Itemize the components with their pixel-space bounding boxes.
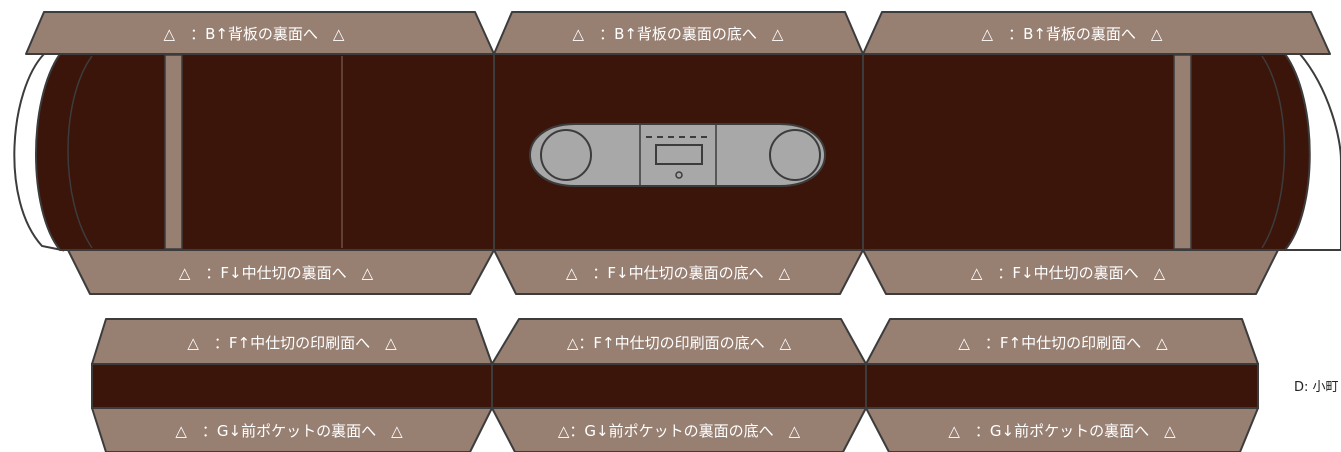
bottom-sheet-bottom-label: △ ：G↓前ポケットの裏面へ △ — [948, 422, 1176, 440]
right-divider-strip — [1173, 54, 1192, 250]
bottom-sheet-bottom-flap-right — [865, 407, 1259, 452]
bottom-sheet-top-flap-right — [865, 318, 1259, 365]
bottom-sheet-bottom-flap-left — [91, 407, 493, 452]
top-flap-left — [25, 11, 495, 55]
bottom-sheet-top-label: △ ：F↑中仕切の印刷面へ △ — [187, 334, 397, 352]
radio-display — [655, 144, 703, 165]
left-inner-curve — [67, 55, 93, 249]
left-speaker — [540, 129, 592, 181]
bottom-sheet-bottom-flap-center — [491, 407, 867, 452]
bottom-flap-left — [67, 249, 495, 295]
bottom-sheet-top-label: △：F↑中仕切の印刷面の底へ △ — [567, 334, 792, 352]
bottom-flap-label: △ ：F↓中仕切の裏面の底へ △ — [566, 264, 791, 282]
bottom-sheet-top-flap-left — [91, 318, 493, 365]
bottom-flap-right — [862, 249, 1279, 295]
bottom-sheet-top-flap-center — [491, 318, 867, 365]
radio-illustration — [529, 123, 826, 187]
top-flap-center — [493, 11, 864, 55]
bottom-sheet-bottom-label: △ ：G↓前ポケットの裏面へ △ — [175, 422, 403, 440]
bottom-flap-label: △ ：F↓中仕切の裏面へ △ — [179, 264, 374, 282]
radio-knob — [675, 171, 683, 179]
bottom-sheet-bottom-label: △：G↓前ポケットの裏面の底へ △ — [558, 422, 801, 440]
top-flap-label: △ ：B↑背板の裏面へ △ — [164, 25, 345, 43]
right-inner-curve — [1261, 55, 1286, 249]
left-divider-strip — [164, 54, 183, 250]
bottom-sheet-panel — [91, 363, 1259, 409]
top-flap-label: △ ：B↑背板の裏面の底へ △ — [573, 25, 784, 43]
top-flap-right — [862, 11, 1331, 55]
bottom-flap-center — [493, 249, 864, 295]
top-flap-label: △ ：B↑背板の裏面へ △ — [982, 25, 1163, 43]
bottom-sheet-top-label: △ ：F↑中仕切の印刷面へ △ — [958, 334, 1168, 352]
side-note: D: 小町 — [1294, 380, 1339, 395]
bottom-flap-label: △ ：F↓中仕切の裏面へ △ — [971, 264, 1166, 282]
right-speaker — [769, 129, 821, 181]
